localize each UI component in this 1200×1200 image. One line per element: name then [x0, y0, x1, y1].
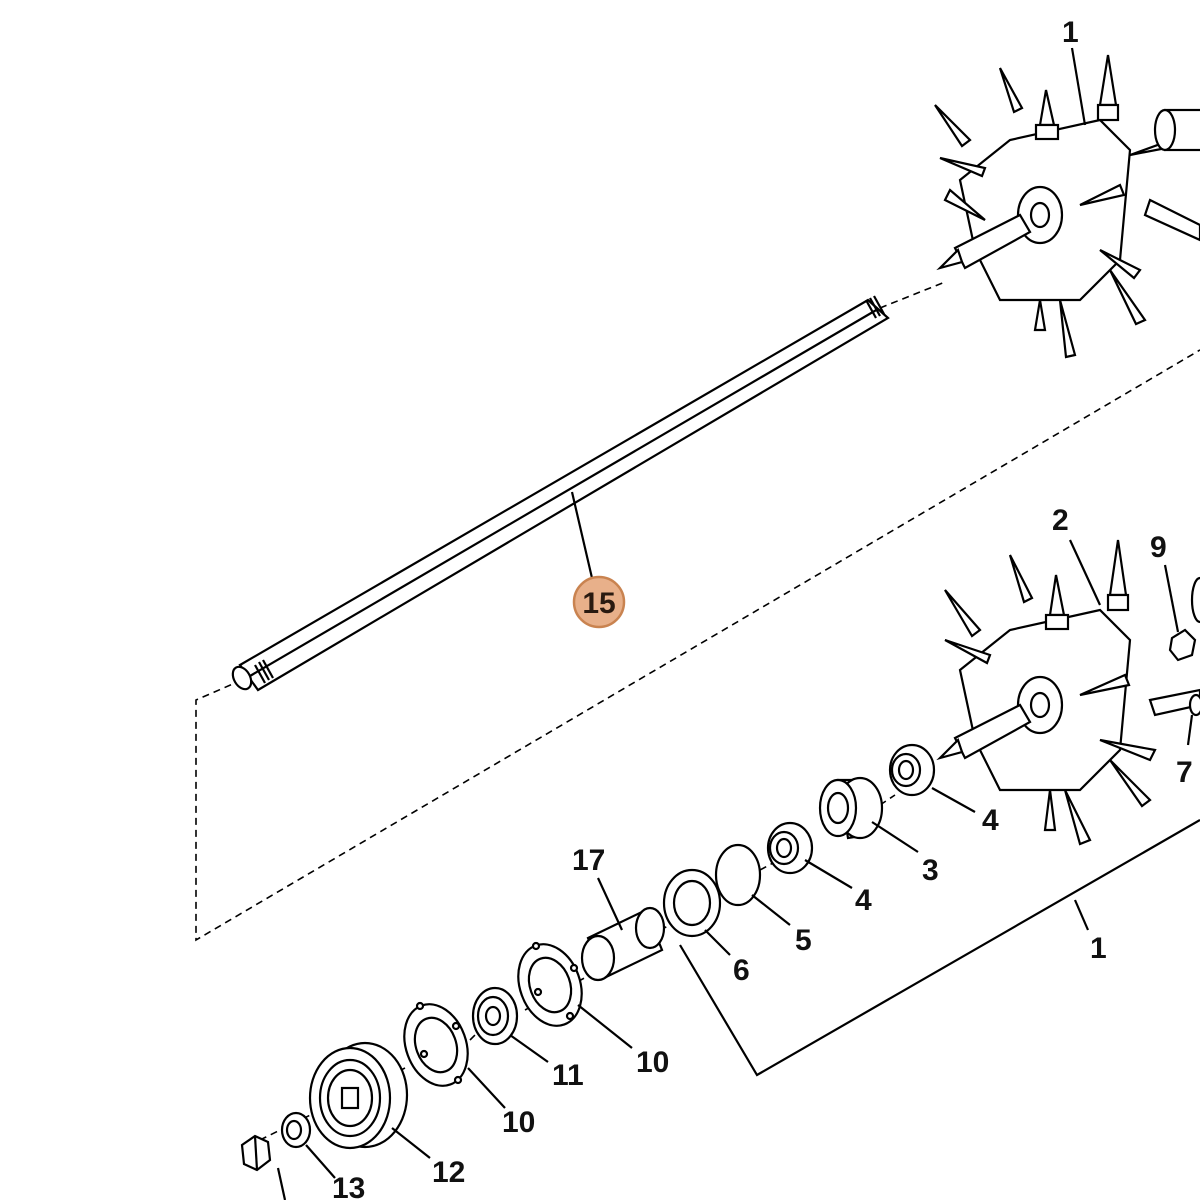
cylinder-part-3[interactable] — [818, 776, 884, 840]
callout-15: 15 — [582, 587, 615, 620]
callout-5: 5 — [795, 924, 812, 957]
callout-7: 7 — [1176, 756, 1193, 789]
washer-part-6[interactable] — [662, 868, 722, 938]
leader-1-bracket — [1073, 899, 1090, 931]
leader-nut — [276, 1167, 287, 1200]
leader-13 — [305, 1144, 336, 1179]
leader-2 — [1069, 539, 1101, 606]
tine-assembly-lower-part-2[interactable] — [936, 539, 1200, 846]
tine-assembly-upper-part-1[interactable] — [934, 54, 1200, 359]
leader-15 — [570, 491, 594, 579]
callout-9: 9 — [1150, 531, 1167, 564]
callout-13: 13 — [332, 1172, 365, 1200]
leader-10-left — [467, 1067, 506, 1109]
callout-10-right: 10 — [636, 1046, 669, 1079]
washer-part-13[interactable] — [280, 1111, 312, 1149]
callout-10-left: 10 — [502, 1106, 535, 1139]
shaft-part-15[interactable] — [229, 295, 890, 692]
bushing-part-4-right[interactable] — [888, 743, 936, 797]
callout-4-left: 4 — [855, 884, 872, 917]
leader-11 — [509, 1034, 549, 1063]
callout-2: 2 — [1052, 504, 1069, 537]
callout-11: 11 — [552, 1059, 584, 1092]
nut-lower-left[interactable] — [240, 1134, 272, 1172]
flange-part-10-right[interactable] — [507, 935, 592, 1034]
snap-ring-part-5[interactable] — [714, 843, 762, 907]
leader-7 — [1186, 714, 1194, 746]
callout-1-bracket: 1 — [1090, 932, 1107, 965]
callout-4-right: 4 — [982, 804, 999, 837]
callout-6: 6 — [733, 954, 750, 987]
part-7[interactable] — [1188, 693, 1200, 717]
callout-17: 17 — [572, 844, 605, 877]
bearing-part-11[interactable] — [471, 986, 519, 1046]
callout-12: 12 — [432, 1156, 465, 1189]
leader-17 — [597, 877, 623, 931]
sleeve-part-17[interactable] — [580, 906, 666, 982]
callout-1-top: 1 — [1062, 16, 1079, 49]
leader-10-right — [577, 1004, 633, 1049]
bracket-1 — [679, 819, 1200, 1077]
leader-3 — [871, 821, 919, 853]
nut-part-9[interactable] — [1168, 576, 1200, 662]
pulley-part-12[interactable] — [308, 1041, 409, 1150]
bushing-part-4-left[interactable] — [766, 821, 814, 875]
leader-6 — [704, 929, 731, 956]
flange-part-10-left[interactable] — [393, 995, 478, 1094]
leader-5 — [751, 894, 791, 926]
callout-15-highlight[interactable]: 15 — [572, 575, 626, 629]
leader-4-left — [804, 859, 853, 889]
callout-3: 3 — [922, 854, 939, 887]
leader-12 — [391, 1127, 431, 1159]
leader-4-right — [931, 787, 976, 813]
leader-9 — [1163, 564, 1180, 633]
leader-1-top — [1070, 47, 1087, 126]
